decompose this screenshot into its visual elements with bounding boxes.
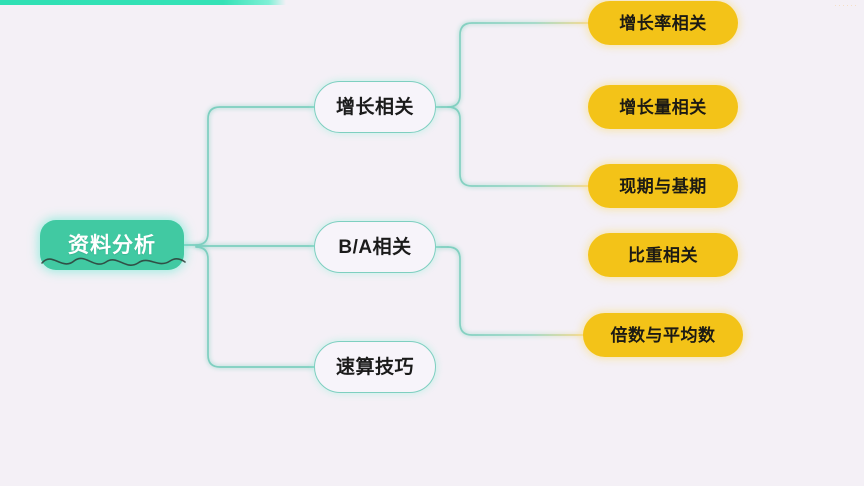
branch-node-ba[interactable]: B/A相关 — [314, 221, 436, 273]
branch-node-speed[interactable]: 速算技巧 — [314, 341, 436, 393]
branch-node-growth-label: 增长相关 — [335, 96, 414, 118]
root-node-label: 资料分析 — [68, 233, 156, 257]
leaf-node-proportion[interactable]: 比重相关 — [588, 233, 738, 277]
leaf-node-multiple[interactable]: 倍数与平均数 — [583, 313, 743, 357]
leaf-node-growth-rate-label: 增长率相关 — [619, 13, 707, 33]
branch-node-ba-label: B/A相关 — [338, 236, 412, 258]
leaf-node-proportion-label: 比重相关 — [628, 245, 698, 265]
leaf-node-period[interactable]: 现期与基期 — [588, 164, 738, 208]
root-node[interactable]: 资料分析 — [40, 220, 184, 270]
leaf-node-growth-amount-label: 增长量相关 — [619, 97, 707, 117]
leaf-node-period-label: 现期与基期 — [619, 176, 707, 196]
watermark-text: ······ — [834, 0, 858, 10]
leaf-node-growth-rate[interactable]: 增长率相关 — [588, 1, 738, 45]
top-accent-bar — [0, 0, 286, 5]
branch-node-growth[interactable]: 增长相关 — [314, 81, 436, 133]
branch-node-speed-label: 速算技巧 — [335, 356, 414, 378]
leaf-node-multiple-label: 倍数与平均数 — [610, 325, 716, 345]
leaf-node-growth-amount[interactable]: 增长量相关 — [588, 85, 738, 129]
